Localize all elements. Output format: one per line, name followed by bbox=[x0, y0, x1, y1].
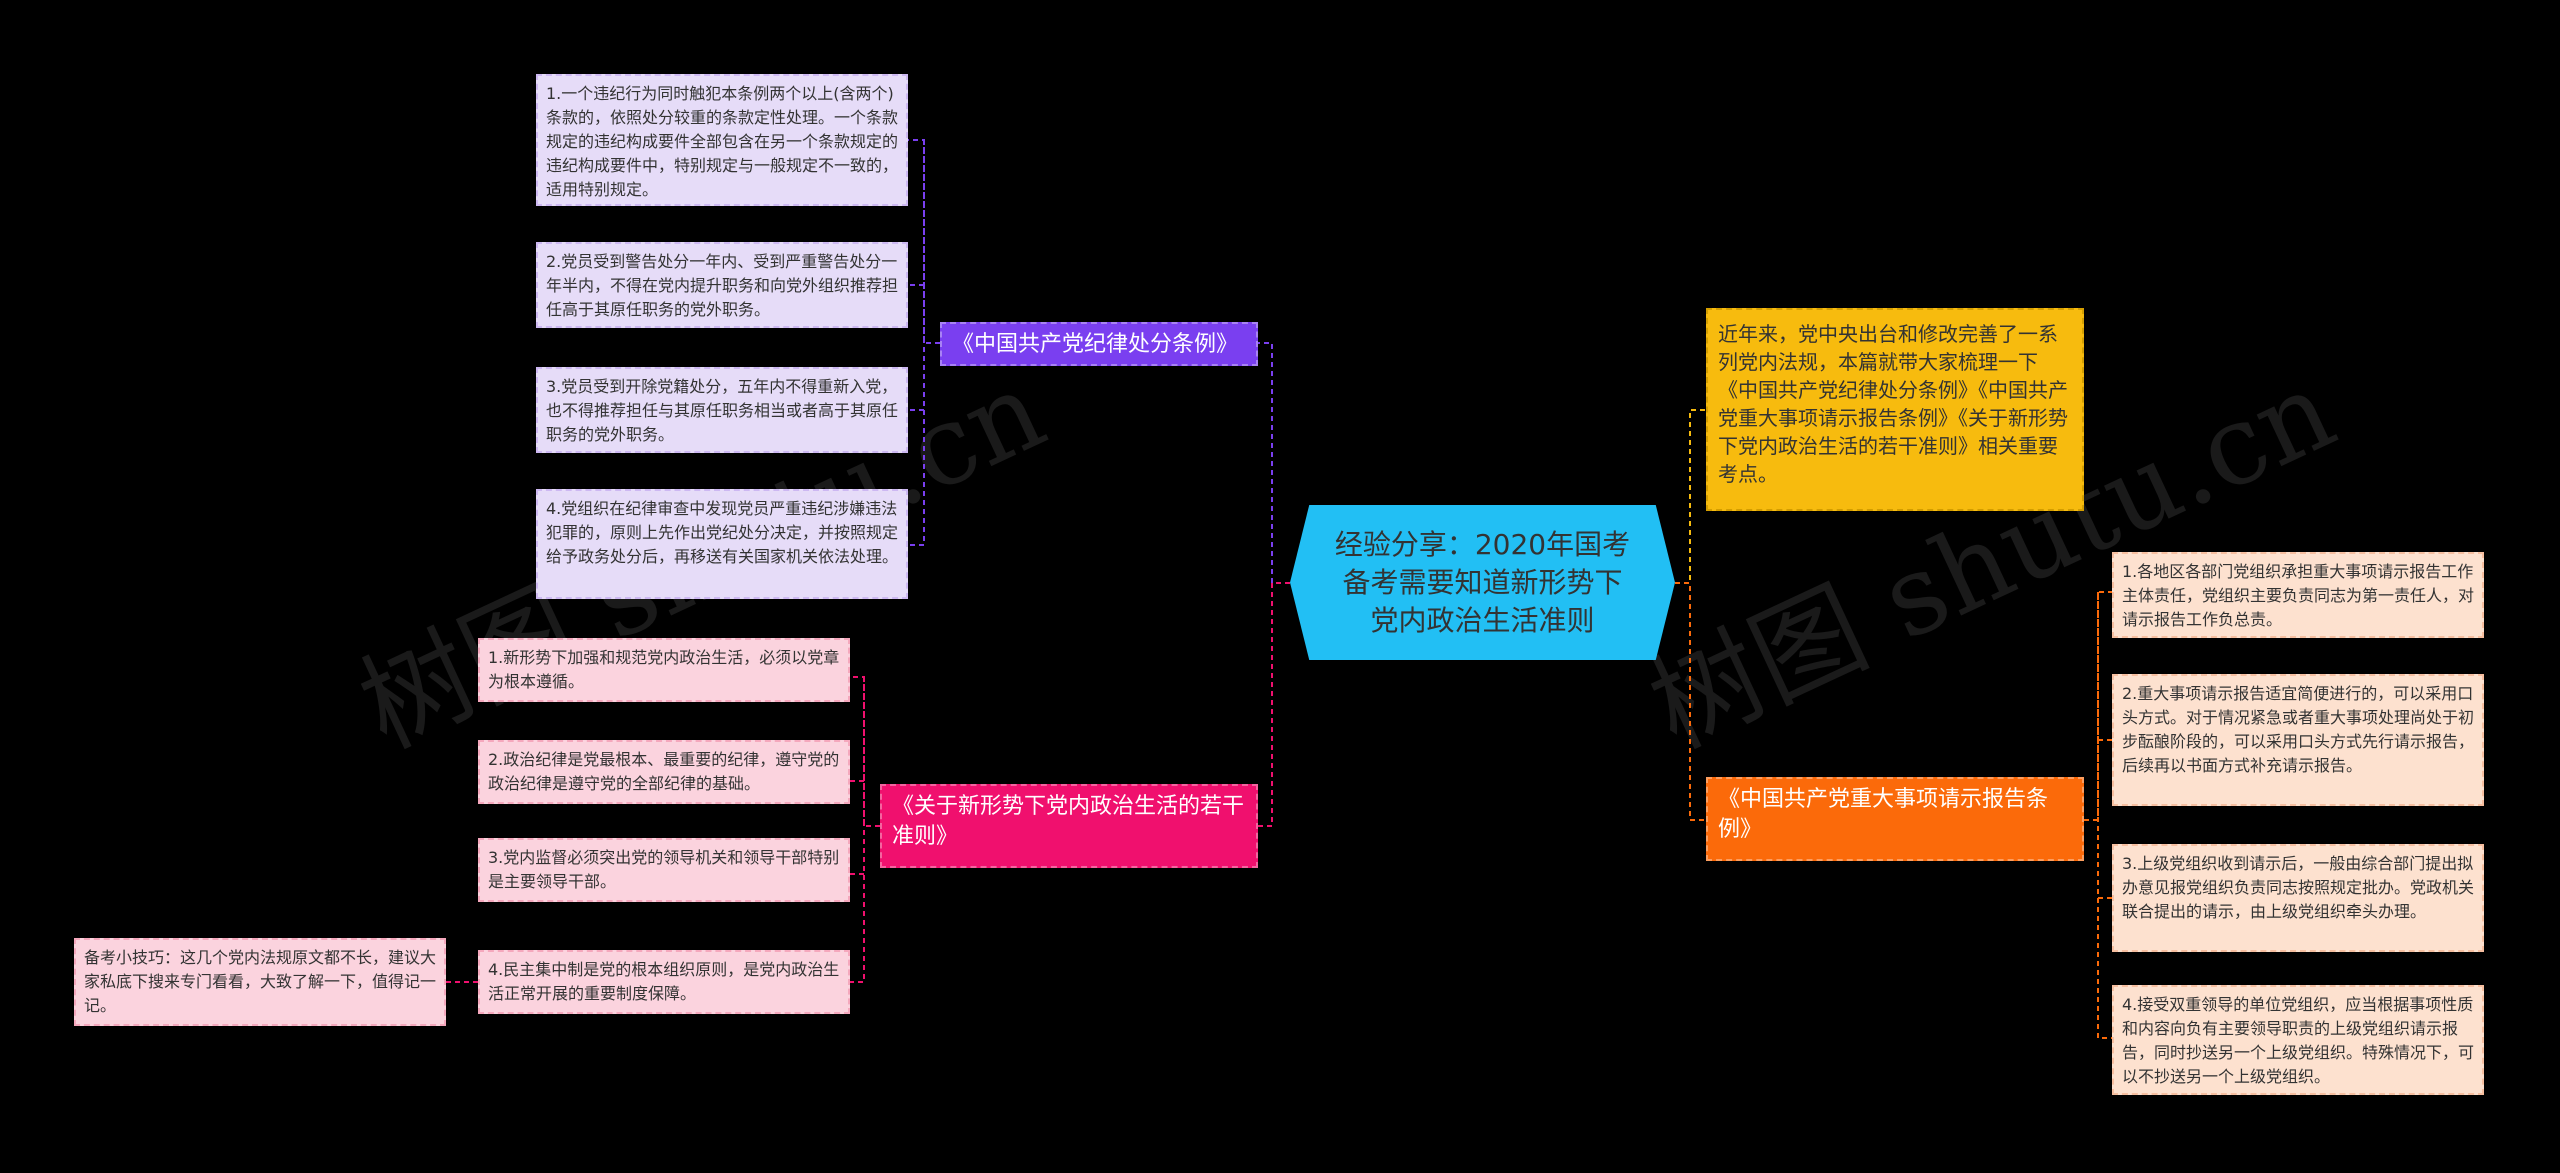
discipline-leaf-1-text: 1.一个违纪行为同时触犯本条例两个以上(含两个)条款的，依照处分较重的条款定性处… bbox=[546, 84, 899, 199]
report-leaf-2[interactable]: 2.重大事项请示报告适宜简便进行的，可以采用口头方式。对于情况紧急或者重大事项处… bbox=[2112, 674, 2484, 806]
discipline-leaf-2[interactable]: 2.党员受到警告处分一年内、受到严重警告处分一年半内，不得在党内提升职务和向党外… bbox=[536, 242, 908, 328]
political-life-leaf-4-text: 4.民主集中制是党的根本组织原则，是党内政治生活正常开展的重要制度保障。 bbox=[488, 960, 840, 1003]
branch-political-life-label: 《关于新形势下党内政治生活的若干准则》 bbox=[892, 794, 1245, 849]
report-leaf-2-text: 2.重大事项请示报告适宜简便进行的，可以采用口头方式。对于情况紧急或者重大事项处… bbox=[2122, 684, 2475, 775]
report-leaf-3[interactable]: 3.上级党组织收到请示后，一般由综合部门提出拟办意见报党组织负责同志按照规定批办… bbox=[2112, 844, 2484, 952]
discipline-leaf-1[interactable]: 1.一个违纪行为同时触犯本条例两个以上(含两个)条款的，依照处分较重的条款定性处… bbox=[536, 74, 908, 206]
political-life-leaf-2-text: 2.政治纪律是党最根本、最重要的纪律，遵守党的政治纪律是遵守党的全部纪律的基础。 bbox=[488, 750, 840, 793]
political-life-leaf-3[interactable]: 3.党内监督必须突出党的领导机关和领导干部特别是主要领导干部。 bbox=[478, 838, 850, 902]
central-topic-label: 经验分享：2020年国考备考需要知道新形势下党内政治生活准则 bbox=[1334, 527, 1631, 637]
political-life-leaf-1[interactable]: 1.新形势下加强和规范党内政治生活，必须以党章为根本遵循。 bbox=[478, 638, 850, 702]
discipline-leaf-3[interactable]: 3.党员受到开除党籍处分，五年内不得重新入党，也不得推荐担任与其原任职务相当或者… bbox=[536, 367, 908, 453]
report-leaf-3-text: 3.上级党组织收到请示后，一般由综合部门提出拟办意见报党组织负责同志按照规定批办… bbox=[2122, 854, 2475, 921]
political-life-leaf-1-text: 1.新形势下加强和规范党内政治生活，必须以党章为根本遵循。 bbox=[488, 648, 840, 691]
discipline-leaf-4[interactable]: 4.党组织在纪律审查中发现党员严重违纪涉嫌违法犯罪的，原则上先作出党纪处分决定，… bbox=[536, 489, 908, 599]
political-life-leaf-3-text: 3.党内监督必须突出党的领导机关和领导干部特别是主要领导干部。 bbox=[488, 848, 840, 891]
intro-text: 近年来，党中央出台和修改完善了一系列党内法规，本篇就带大家梳理一下《中国共产党纪… bbox=[1718, 322, 2068, 486]
branch-report-label: 《中国共产党重大事项请示报告条例》 bbox=[1718, 787, 2049, 842]
exam-tip-text: 备考小技巧：这几个党内法规原文都不长，建议大家私底下搜来专门看看，大致了解一下，… bbox=[84, 948, 437, 1015]
branch-discipline-label: 《中国共产党纪律处分条例》 bbox=[952, 332, 1239, 357]
intro-node[interactable]: 近年来，党中央出台和修改完善了一系列党内法规，本篇就带大家梳理一下《中国共产党纪… bbox=[1706, 308, 2084, 511]
branch-political-life[interactable]: 《关于新形势下党内政治生活的若干准则》 bbox=[880, 784, 1258, 868]
political-life-leaf-2[interactable]: 2.政治纪律是党最根本、最重要的纪律，遵守党的政治纪律是遵守党的全部纪律的基础。 bbox=[478, 740, 850, 804]
report-leaf-4-text: 4.接受双重领导的单位党组织，应当根据事项性质和内容向负有主要领导职责的上级党组… bbox=[2122, 995, 2475, 1086]
discipline-leaf-3-text: 3.党员受到开除党籍处分，五年内不得重新入党，也不得推荐担任与其原任职务相当或者… bbox=[546, 377, 899, 444]
branch-report[interactable]: 《中国共产党重大事项请示报告条例》 bbox=[1706, 777, 2084, 861]
discipline-leaf-4-text: 4.党组织在纪律审查中发现党员严重违纪涉嫌违法犯罪的，原则上先作出党纪处分决定，… bbox=[546, 499, 899, 566]
report-leaf-4[interactable]: 4.接受双重领导的单位党组织，应当根据事项性质和内容向负有主要领导职责的上级党组… bbox=[2112, 985, 2484, 1095]
report-leaf-1[interactable]: 1.各地区各部门党组织承担重大事项请示报告工作主体责任，党组织主要负责同志为第一… bbox=[2112, 552, 2484, 638]
discipline-leaf-2-text: 2.党员受到警告处分一年内、受到严重警告处分一年半内，不得在党内提升职务和向党外… bbox=[546, 252, 899, 319]
political-life-leaf-4[interactable]: 4.民主集中制是党的根本组织原则，是党内政治生活正常开展的重要制度保障。 bbox=[478, 950, 850, 1014]
exam-tip[interactable]: 备考小技巧：这几个党内法规原文都不长，建议大家私底下搜来专门看看，大致了解一下，… bbox=[74, 938, 446, 1026]
report-leaf-1-text: 1.各地区各部门党组织承担重大事项请示报告工作主体责任，党组织主要负责同志为第一… bbox=[2122, 562, 2475, 629]
central-topic[interactable]: 经验分享：2020年国考备考需要知道新形势下党内政治生活准则 bbox=[1290, 505, 1675, 660]
branch-discipline[interactable]: 《中国共产党纪律处分条例》 bbox=[940, 322, 1258, 366]
